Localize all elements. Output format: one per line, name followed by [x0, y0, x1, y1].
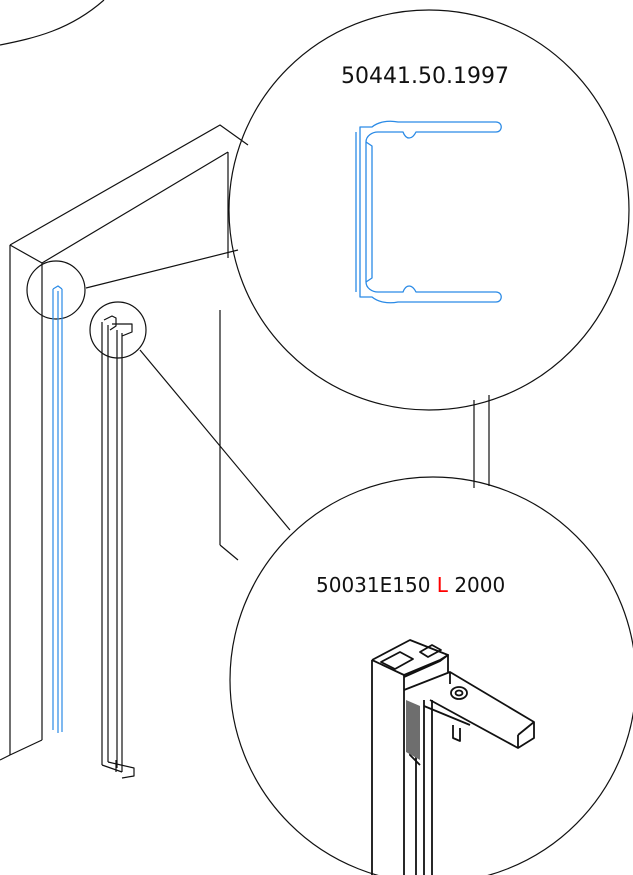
bracket-detail [371, 639, 535, 875]
right-wall-post [473, 395, 490, 488]
part-code-label: 50031E150 L 2000 [316, 573, 505, 597]
vertical-profile-bar [101, 315, 135, 779]
highlighted-frame-profile [52, 285, 63, 733]
detail-marker-bottom [89, 301, 147, 359]
door-frame-panel [0, 124, 249, 761]
length-marker: L [436, 573, 448, 597]
length-value: 2000 [454, 573, 506, 597]
profile-cross-section [355, 120, 502, 304]
detail-marker-top [26, 260, 86, 320]
leader-line-bottom [139, 349, 291, 531]
profile-part-number: 50441.50.1997 [341, 64, 509, 89]
leader-line-top [85, 249, 239, 289]
partial-detail-circle [0, 0, 105, 46]
part-detail-circle [229, 476, 633, 875]
bracket-shadow [406, 700, 420, 760]
profile-detail-circle [228, 9, 630, 411]
part-code: 50031E150 [316, 573, 431, 597]
